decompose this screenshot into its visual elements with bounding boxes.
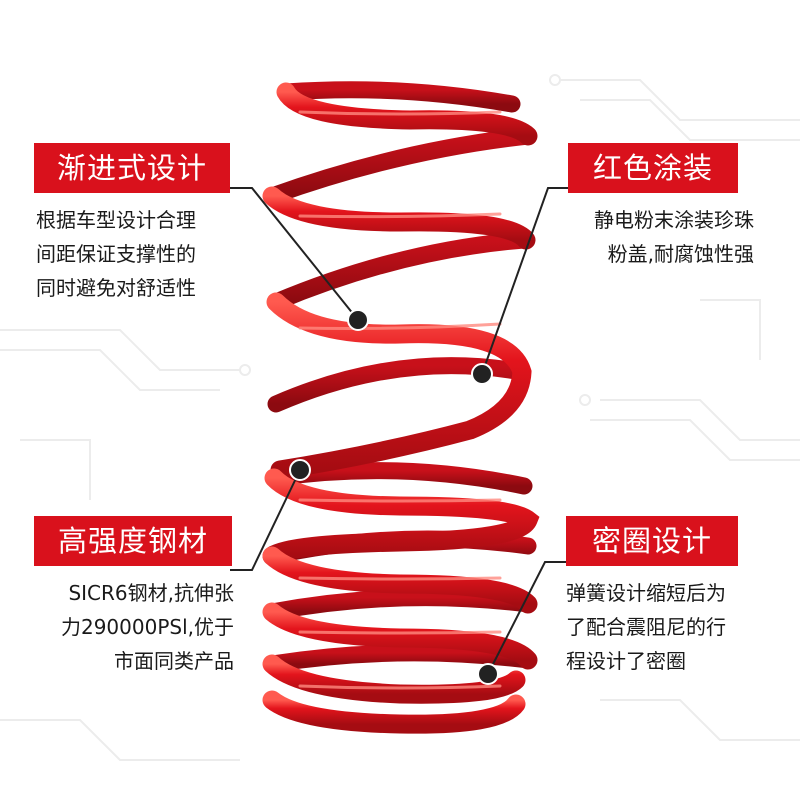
description-line: 粉盖,耐腐蚀性强 <box>607 242 754 266</box>
description-line: 同时避免对舒适性 <box>36 276 196 300</box>
progressive-design-title: 渐进式设计 <box>34 143 230 193</box>
marker-dots <box>289 309 499 685</box>
description-line: 间距保证支撑性的 <box>36 242 196 266</box>
marker-dot-progressive <box>347 309 369 331</box>
description-line: 根据车型设计合理 <box>36 208 196 232</box>
description-line: 了配合震阻尼的行 <box>566 615 726 639</box>
red-coating-description: 静电粉末涂装珍珠 粉盖,耐腐蚀性强 <box>594 203 754 271</box>
description-line: SICR6钢材,抗伸张 <box>68 581 234 605</box>
dense-coil-title: 密圈设计 <box>566 516 738 566</box>
dense-coil-description: 弹簧设计缩短后为 了配合震阻尼的行 程设计了密圈 <box>566 576 726 678</box>
circuit-pattern <box>0 74 800 761</box>
description-line: 弹簧设计缩短后为 <box>566 581 726 605</box>
description-line: 程设计了密圈 <box>566 649 686 673</box>
description-line: 静电粉末涂装珍珠 <box>594 208 754 232</box>
spring-front-coils <box>262 82 540 734</box>
leader-lines <box>228 187 570 675</box>
marker-dot-seal <box>477 663 499 685</box>
description-line: 市面同类产品 <box>114 649 234 673</box>
marker-dot-coating <box>471 363 493 385</box>
high-strength-steel-description: SICR6钢材,抗伸张 力290000PSl,优于 市面同类产品 <box>30 576 234 678</box>
marker-dot-steel <box>289 459 311 481</box>
progressive-design-description: 根据车型设计合理 间距保证支撑性的 同时避免对舒适性 <box>36 203 196 305</box>
red-coating-title: 红色涂装 <box>568 143 738 193</box>
high-strength-steel-title: 高强度钢材 <box>34 516 232 566</box>
spring-highlights <box>298 110 502 690</box>
description-line: 力290000PSl,优于 <box>60 615 234 639</box>
